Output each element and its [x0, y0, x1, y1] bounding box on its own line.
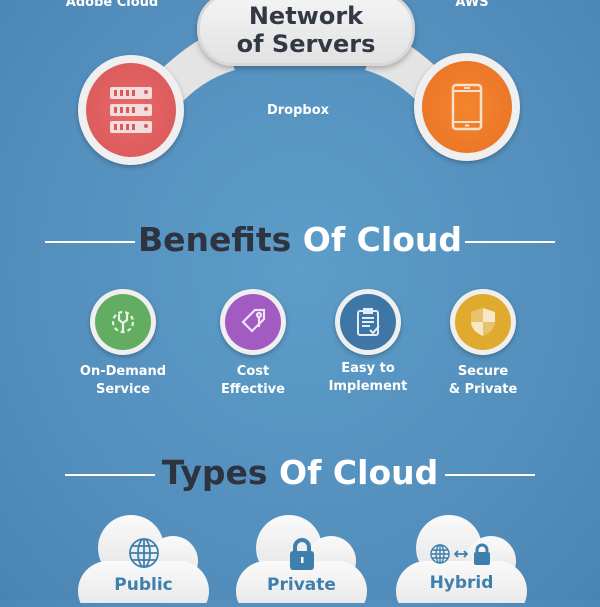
benefit-label: Easy to: [341, 361, 395, 376]
network-of-servers-bubble: Network of Servers: [197, 0, 415, 66]
types-heading: Types Of Cloud: [0, 453, 600, 492]
cloud-label: Private: [267, 575, 336, 595]
gear-wrench-icon: [95, 294, 151, 350]
cloud-private: Private: [234, 513, 369, 607]
price-tag-icon: [225, 294, 281, 350]
heading-dark: Benefits: [137, 220, 292, 259]
network-title-line1: Network: [248, 2, 364, 30]
device-node: [414, 53, 520, 161]
cloud-hybrid: Hybrid: [394, 513, 529, 607]
cloud-label: Public: [114, 575, 173, 595]
benefit-label: & Private: [448, 382, 518, 397]
network-title-line2: of Servers: [236, 30, 376, 58]
benefit-easy-implement: Easy to Implement: [308, 289, 428, 396]
benefit-label: Service: [95, 382, 151, 397]
clipboard-check-icon: [340, 294, 396, 350]
benefits-heading: Benefits Of Cloud: [0, 220, 600, 259]
benefit-label: Implement: [328, 379, 408, 394]
benefit-label: Cost: [236, 364, 270, 379]
server-icon: [86, 63, 176, 157]
globe-arrow-lock-icon: [430, 543, 490, 565]
divider: [465, 241, 555, 243]
aws-label: AWS: [455, 0, 489, 10]
divider: [445, 474, 535, 476]
divider: [65, 474, 155, 476]
dropbox-label: Dropbox: [266, 103, 330, 118]
benefit-label: Effective: [221, 382, 285, 397]
adobe-cloud-label: Adobe Cloud: [65, 0, 159, 10]
divider: [45, 241, 135, 243]
heading-dark: Types: [161, 453, 268, 492]
benefit-label: On-Demand: [79, 364, 167, 379]
cloud-public: Public: [76, 513, 211, 607]
lock-icon: [290, 538, 314, 570]
cloud-label: Hybrid: [429, 573, 494, 593]
globe-icon: [129, 538, 159, 568]
shield-icon: [455, 294, 511, 350]
heading-light: Of Cloud: [279, 453, 439, 492]
server-node: [78, 55, 184, 165]
tablet-icon: [422, 61, 512, 153]
heading-light: Of Cloud: [302, 220, 462, 259]
benefit-label: Secure: [457, 364, 509, 379]
benefit-secure-private: Secure & Private: [423, 289, 543, 399]
